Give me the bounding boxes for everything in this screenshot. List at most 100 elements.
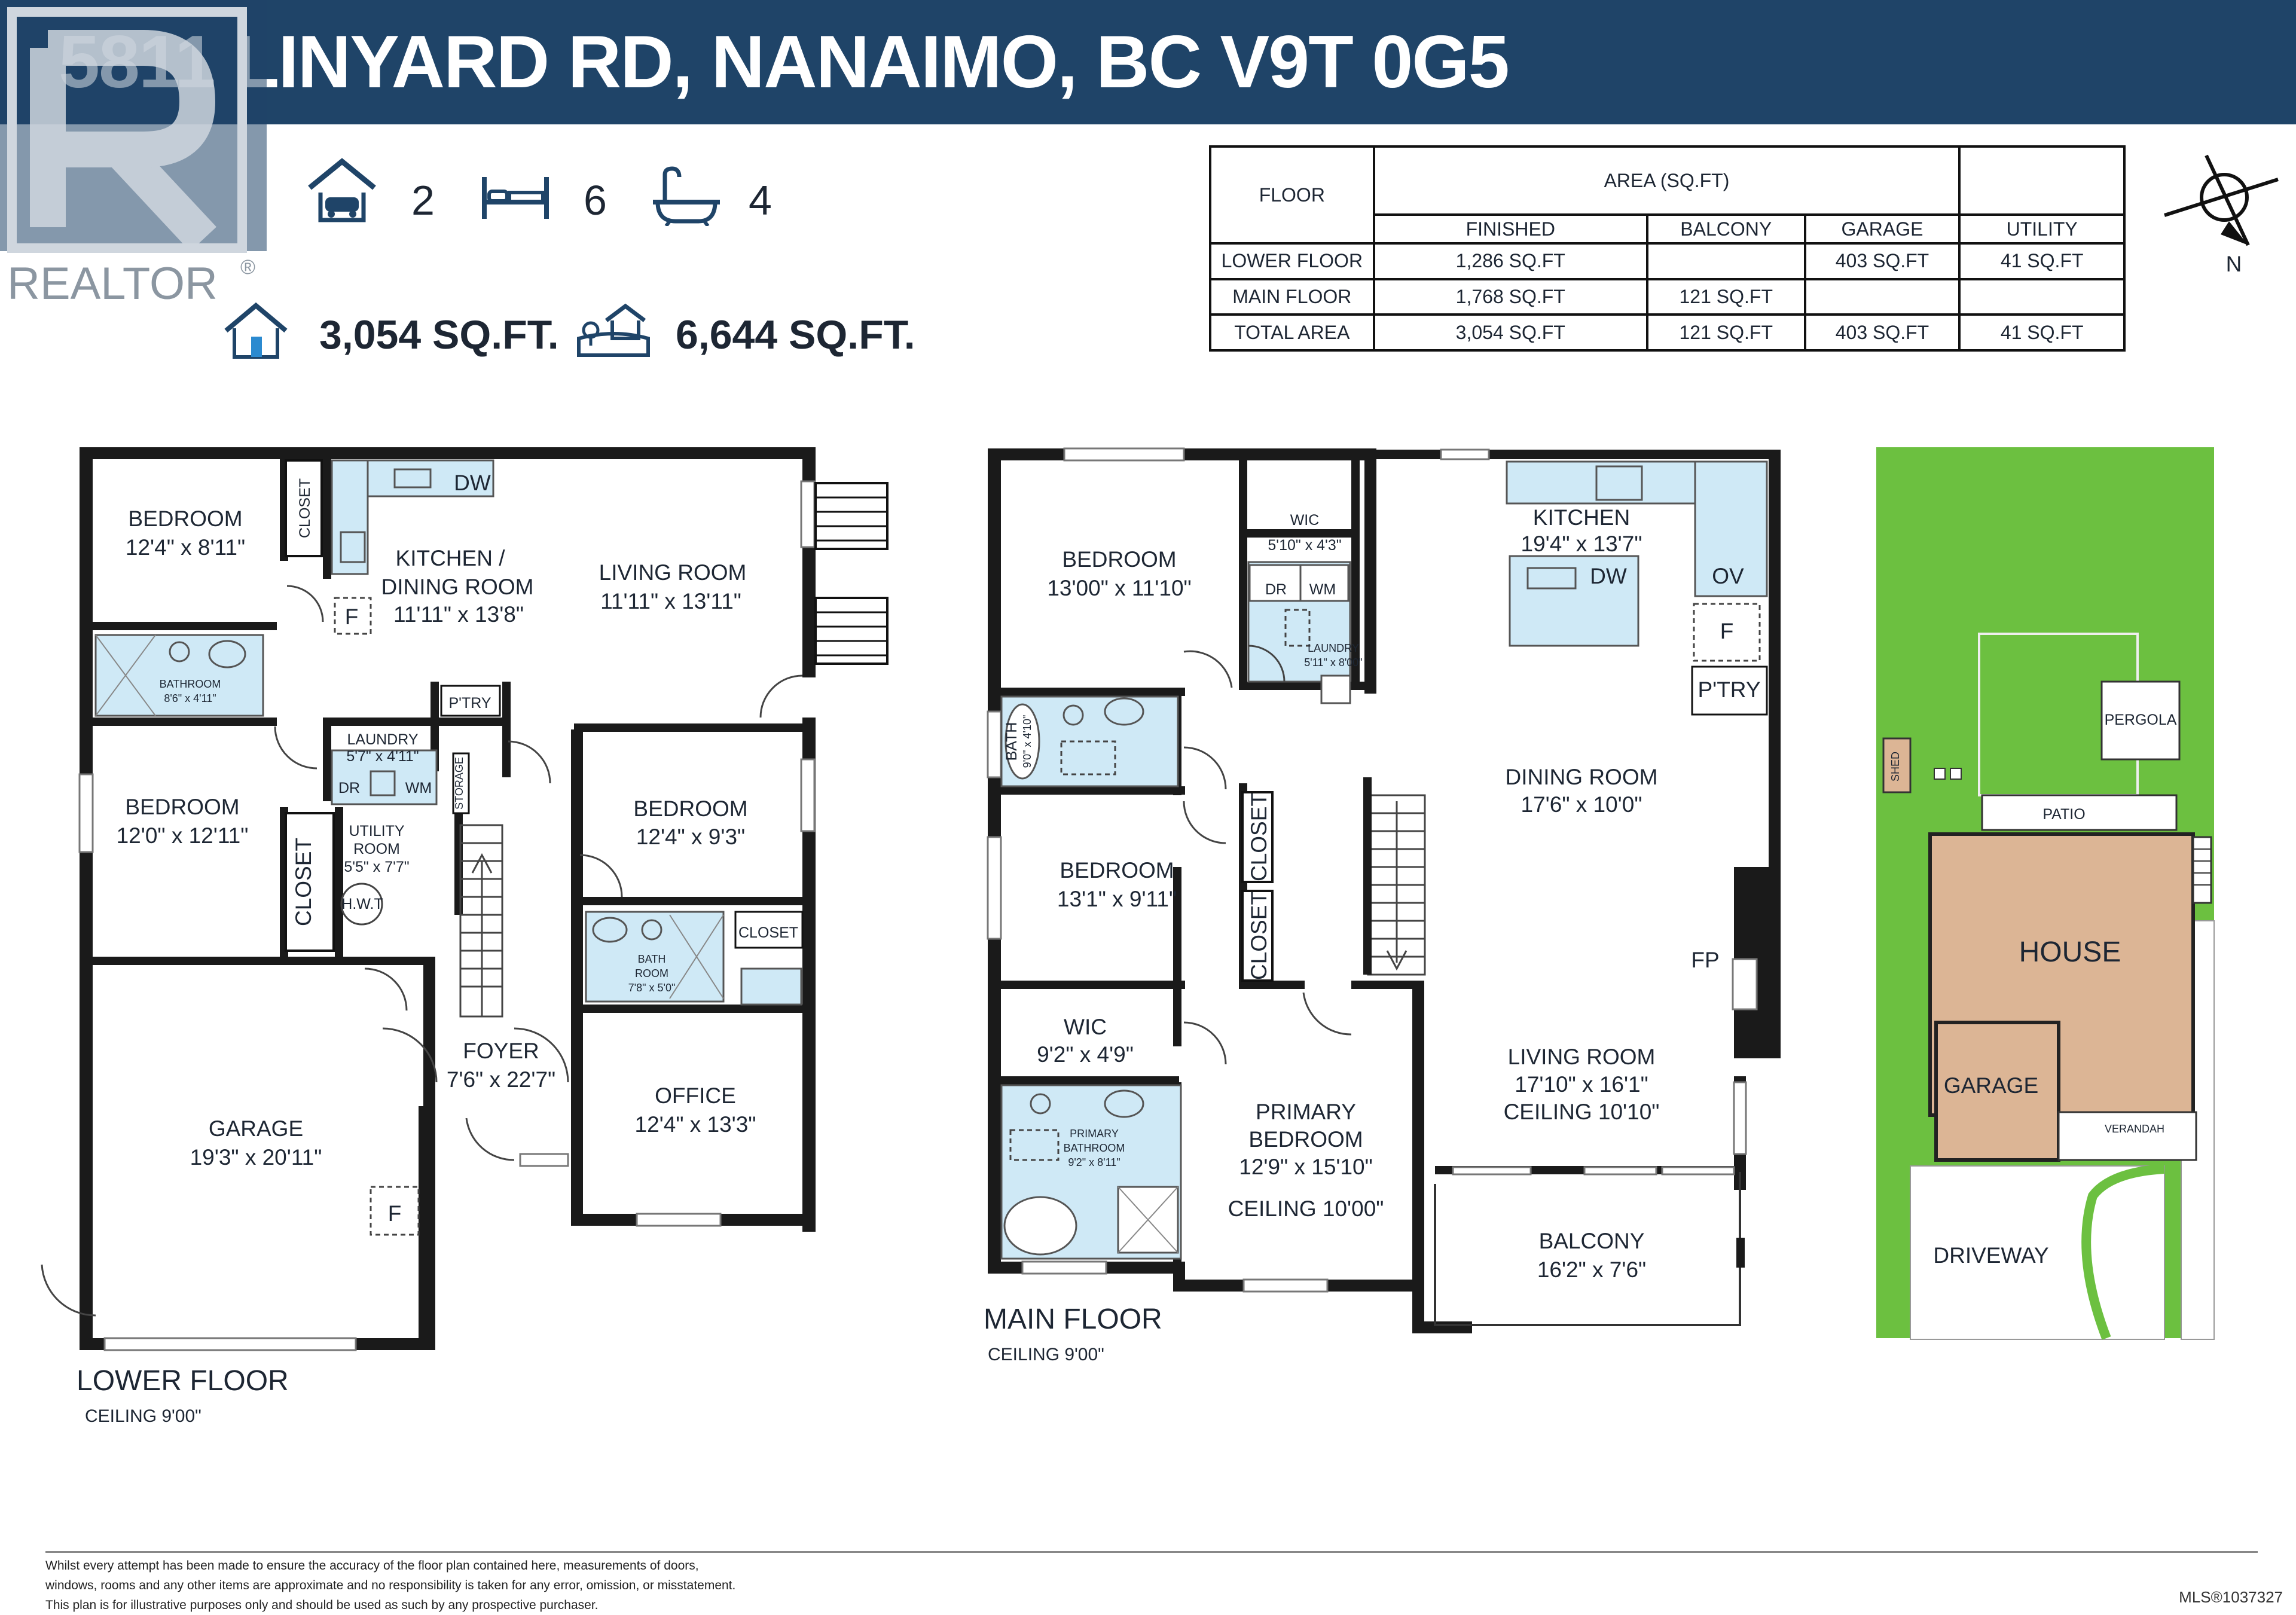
table-row: TOTAL AREA 3,054 SQ.FT 121 SQ.FT 403 SQ.…	[1209, 313, 2126, 352]
svg-text:DR: DR	[1265, 581, 1287, 598]
svg-text:DINING ROOM: DINING ROOM	[381, 575, 534, 599]
svg-text:LAUNDRY: LAUNDRY	[347, 731, 418, 748]
col-finished: FINISHED	[1372, 213, 1648, 245]
svg-text:PERGOLA: PERGOLA	[2105, 712, 2177, 728]
svg-text:9'2" x 8'11": 9'2" x 8'11"	[1068, 1156, 1120, 1168]
page-title: 5811 LINYARD RD, NANAIMO, BC V9T 0G5	[59, 21, 1510, 103]
svg-text:BATHROOM: BATHROOM	[1064, 1142, 1125, 1154]
lower-floor-title: LOWER FLOOR	[77, 1365, 289, 1397]
svg-text:DW: DW	[454, 471, 491, 495]
svg-text:17'6" x 10'0": 17'6" x 10'0"	[1521, 792, 1642, 817]
room-label: LIVING ROOM	[599, 560, 747, 585]
area-table: FLOOR AREA (SQ.FT) FINISHED BALCONY GARA…	[1209, 145, 2126, 352]
svg-text:F: F	[345, 605, 359, 629]
svg-text:7'6" x 22'7": 7'6" x 22'7"	[447, 1067, 555, 1092]
disclaimer: Whilst every attempt has been made to en…	[45, 1559, 736, 1612]
bed-icon	[482, 177, 549, 219]
svg-text:9'0" x 4'10": 9'0" x 4'10"	[1021, 715, 1033, 768]
garage-count: 2	[411, 177, 435, 224]
svg-text:OV: OV	[1712, 564, 1744, 588]
svg-text:CEILING 10'00": CEILING 10'00"	[1228, 1196, 1384, 1221]
table-row: MAIN FLOOR 1,768 SQ.FT 121 SQ.FT	[1209, 277, 2126, 316]
room-label: KITCHEN	[1533, 505, 1630, 530]
room-label: WIC	[1064, 1015, 1107, 1039]
svg-text:WIC: WIC	[1290, 512, 1320, 529]
svg-text:WM: WM	[1309, 581, 1336, 598]
svg-text:F: F	[1720, 619, 1734, 643]
room-label: PRIMARY	[1256, 1100, 1356, 1124]
room-label: GARAGE	[209, 1116, 303, 1141]
bed-count: 6	[584, 177, 607, 224]
svg-text:CLOSET: CLOSET	[291, 838, 316, 926]
room-label: LIVING ROOM	[1508, 1045, 1656, 1069]
table-row: LOWER FLOOR 1,286 SQ.FT 403 SQ.FT 41 SQ.…	[1209, 242, 2126, 280]
svg-text:®: ®	[240, 256, 255, 279]
svg-text:7'8" x 5'0": 7'8" x 5'0"	[628, 982, 676, 994]
svg-text:DR: DR	[338, 780, 360, 796]
svg-text:CLOSET: CLOSET	[1247, 793, 1271, 881]
room-label: BEDROOM	[1062, 547, 1176, 572]
svg-text:5'10" x 4'3": 5'10" x 4'3"	[1268, 537, 1341, 554]
site-plan: PERGOLA SHED PATIO HOUSE GARAGE VERANDAH…	[1876, 447, 2215, 1340]
svg-text:13'1" x 9'11": 13'1" x 9'11"	[1057, 887, 1177, 911]
svg-text:12'4" x 9'3": 12'4" x 9'3"	[636, 825, 745, 849]
realtor-logo-text: REALTOR	[7, 258, 218, 309]
svg-text:P'TRY: P'TRY	[1697, 677, 1760, 702]
svg-text:N: N	[2226, 252, 2242, 276]
svg-text:CEILING 10'10": CEILING 10'10"	[1504, 1100, 1660, 1124]
compass-icon: N	[2164, 154, 2279, 276]
svg-text:UTILITY: UTILITY	[349, 823, 404, 839]
room-label: BEDROOM	[125, 795, 239, 819]
svg-text:9'2" x 4'9": 9'2" x 4'9"	[1037, 1042, 1134, 1067]
svg-text:ROOM: ROOM	[353, 841, 400, 857]
svg-text:19'4" x 13'7": 19'4" x 13'7"	[1521, 532, 1642, 556]
svg-text:PRIMARY: PRIMARY	[1070, 1128, 1119, 1140]
exterior-stairs	[814, 482, 889, 665]
svg-text:CLOSET: CLOSET	[297, 478, 313, 538]
svg-text:13'00" x 11'10": 13'00" x 11'10"	[1047, 576, 1191, 600]
svg-text:11'11" x 13'11": 11'11" x 13'11"	[600, 589, 741, 613]
svg-text:12'4" x 8'11": 12'4" x 8'11"	[126, 535, 245, 560]
footer-divider	[45, 1551, 2258, 1553]
main-floor-title: MAIN FLOOR	[984, 1303, 1162, 1335]
lower-floor-plan: BEDROOM 12'4" x 8'11" CLOSET DW F KITCHE…	[41, 447, 889, 1426]
svg-text:5'11" x 8'00": 5'11" x 8'00"	[1304, 657, 1362, 668]
svg-text:P'TRY: P'TRY	[449, 695, 491, 712]
realtor-logo: REALTOR ®	[0, 0, 267, 309]
room-label: BALCONY	[1539, 1229, 1645, 1253]
svg-text:GARAGE: GARAGE	[1944, 1073, 2038, 1098]
svg-text:12'9" x 15'10": 12'9" x 15'10"	[1239, 1155, 1373, 1179]
header-bar	[0, 0, 2296, 124]
svg-text:8'6" x 4'11": 8'6" x 4'11"	[164, 692, 216, 704]
svg-text:19'3" x 20'11": 19'3" x 20'11"	[190, 1145, 322, 1170]
svg-text:BATH: BATH	[1003, 722, 1020, 761]
svg-text:SHED: SHED	[1889, 752, 1901, 781]
svg-text:VERANDAH: VERANDAH	[2105, 1123, 2164, 1135]
svg-text:CLOSET: CLOSET	[1247, 892, 1271, 980]
area-header: AREA (SQ.FT)	[1372, 145, 1961, 216]
svg-text:DW: DW	[1590, 564, 1627, 588]
room-label: FOYER	[463, 1039, 539, 1063]
svg-text:WM: WM	[405, 780, 432, 796]
svg-text:CEILING 9'00": CEILING 9'00"	[85, 1406, 201, 1426]
svg-text:BATHROOM: BATHROOM	[160, 678, 221, 690]
svg-text:HOUSE: HOUSE	[2019, 936, 2121, 968]
svg-text:17'10" x 16'1": 17'10" x 16'1"	[1515, 1072, 1648, 1097]
room-label: DINING ROOM	[1506, 765, 1658, 789]
svg-text:16'2" x 7'6": 16'2" x 7'6"	[1537, 1257, 1646, 1282]
svg-text:11'11" x 13'8": 11'11" x 13'8"	[393, 602, 524, 627]
col-garage: GARAGE	[1803, 213, 1961, 245]
svg-text:STORAGE: STORAGE	[453, 757, 465, 810]
lot-area: 6,644 SQ.FT.	[676, 312, 915, 358]
svg-text:CEILING 9'00": CEILING 9'00"	[988, 1345, 1104, 1364]
svg-text:DRIVEWAY: DRIVEWAY	[1933, 1243, 2048, 1268]
bath-icon	[653, 166, 720, 226]
interior-stairs	[1363, 777, 1426, 976]
svg-text:5'5" x 7'7": 5'5" x 7'7"	[344, 859, 409, 875]
garage-icon	[308, 158, 376, 222]
svg-text:BATH: BATH	[638, 953, 666, 965]
svg-text:PATIO: PATIO	[2042, 806, 2085, 823]
house-area: 3,054 SQ.FT.	[319, 312, 559, 358]
svg-text:12'0" x 12'11": 12'0" x 12'11"	[117, 823, 249, 848]
